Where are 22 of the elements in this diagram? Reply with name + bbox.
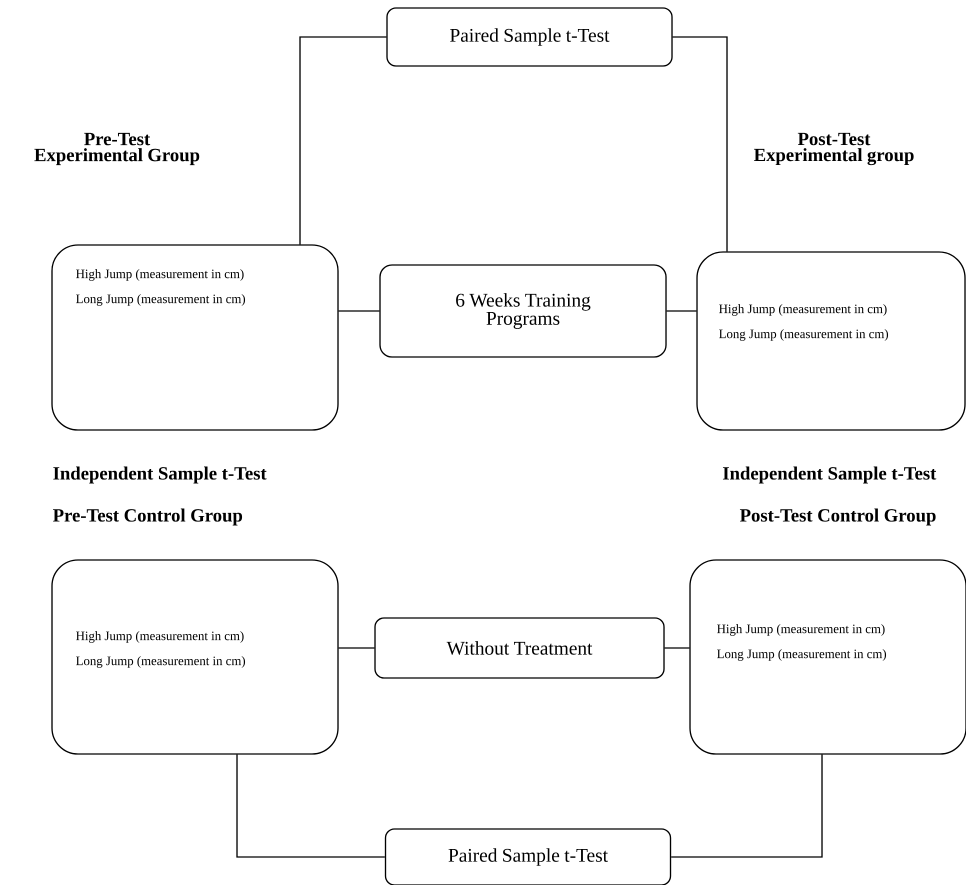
group-heading: Post-Test Control Group <box>740 508 936 526</box>
connector-line <box>338 310 380 312</box>
measurement-box: High Jump (measurement in cm) Long Jump (measurement in cm) <box>51 244 339 431</box>
process-box: Without Treatment <box>374 617 665 679</box>
connector-line <box>299 36 386 244</box>
group-heading: Post-Test Experimental group <box>754 132 914 166</box>
measurement-box: High Jump (measurement in cm) Long Jump (measurement in cm) <box>51 559 339 755</box>
connector-line <box>236 754 385 858</box>
group-heading: Pre-Test Control Group <box>52 508 242 526</box>
connector-line <box>666 310 696 312</box>
connector-line <box>664 647 690 649</box>
test-label: Independent Sample t-Test <box>53 466 267 484</box>
process-box: Paired Sample t-Test <box>386 7 673 67</box>
process-box: 6 Weeks Training Programs <box>379 264 667 358</box>
group-heading: Pre-Test Experimental Group <box>34 132 200 166</box>
test-label: Independent Sample t-Test <box>722 466 936 484</box>
measurement-box: High Jump (measurement in cm) Long Jump (measurement in cm) <box>696 251 966 431</box>
connector-line <box>672 36 728 252</box>
process-box: Paired Sample t-Test <box>384 828 672 885</box>
measurement-box: High Jump (measurement in cm) Long Jump (measurement in cm) <box>689 559 966 755</box>
connector-line <box>671 754 823 858</box>
connector-line <box>338 647 374 649</box>
